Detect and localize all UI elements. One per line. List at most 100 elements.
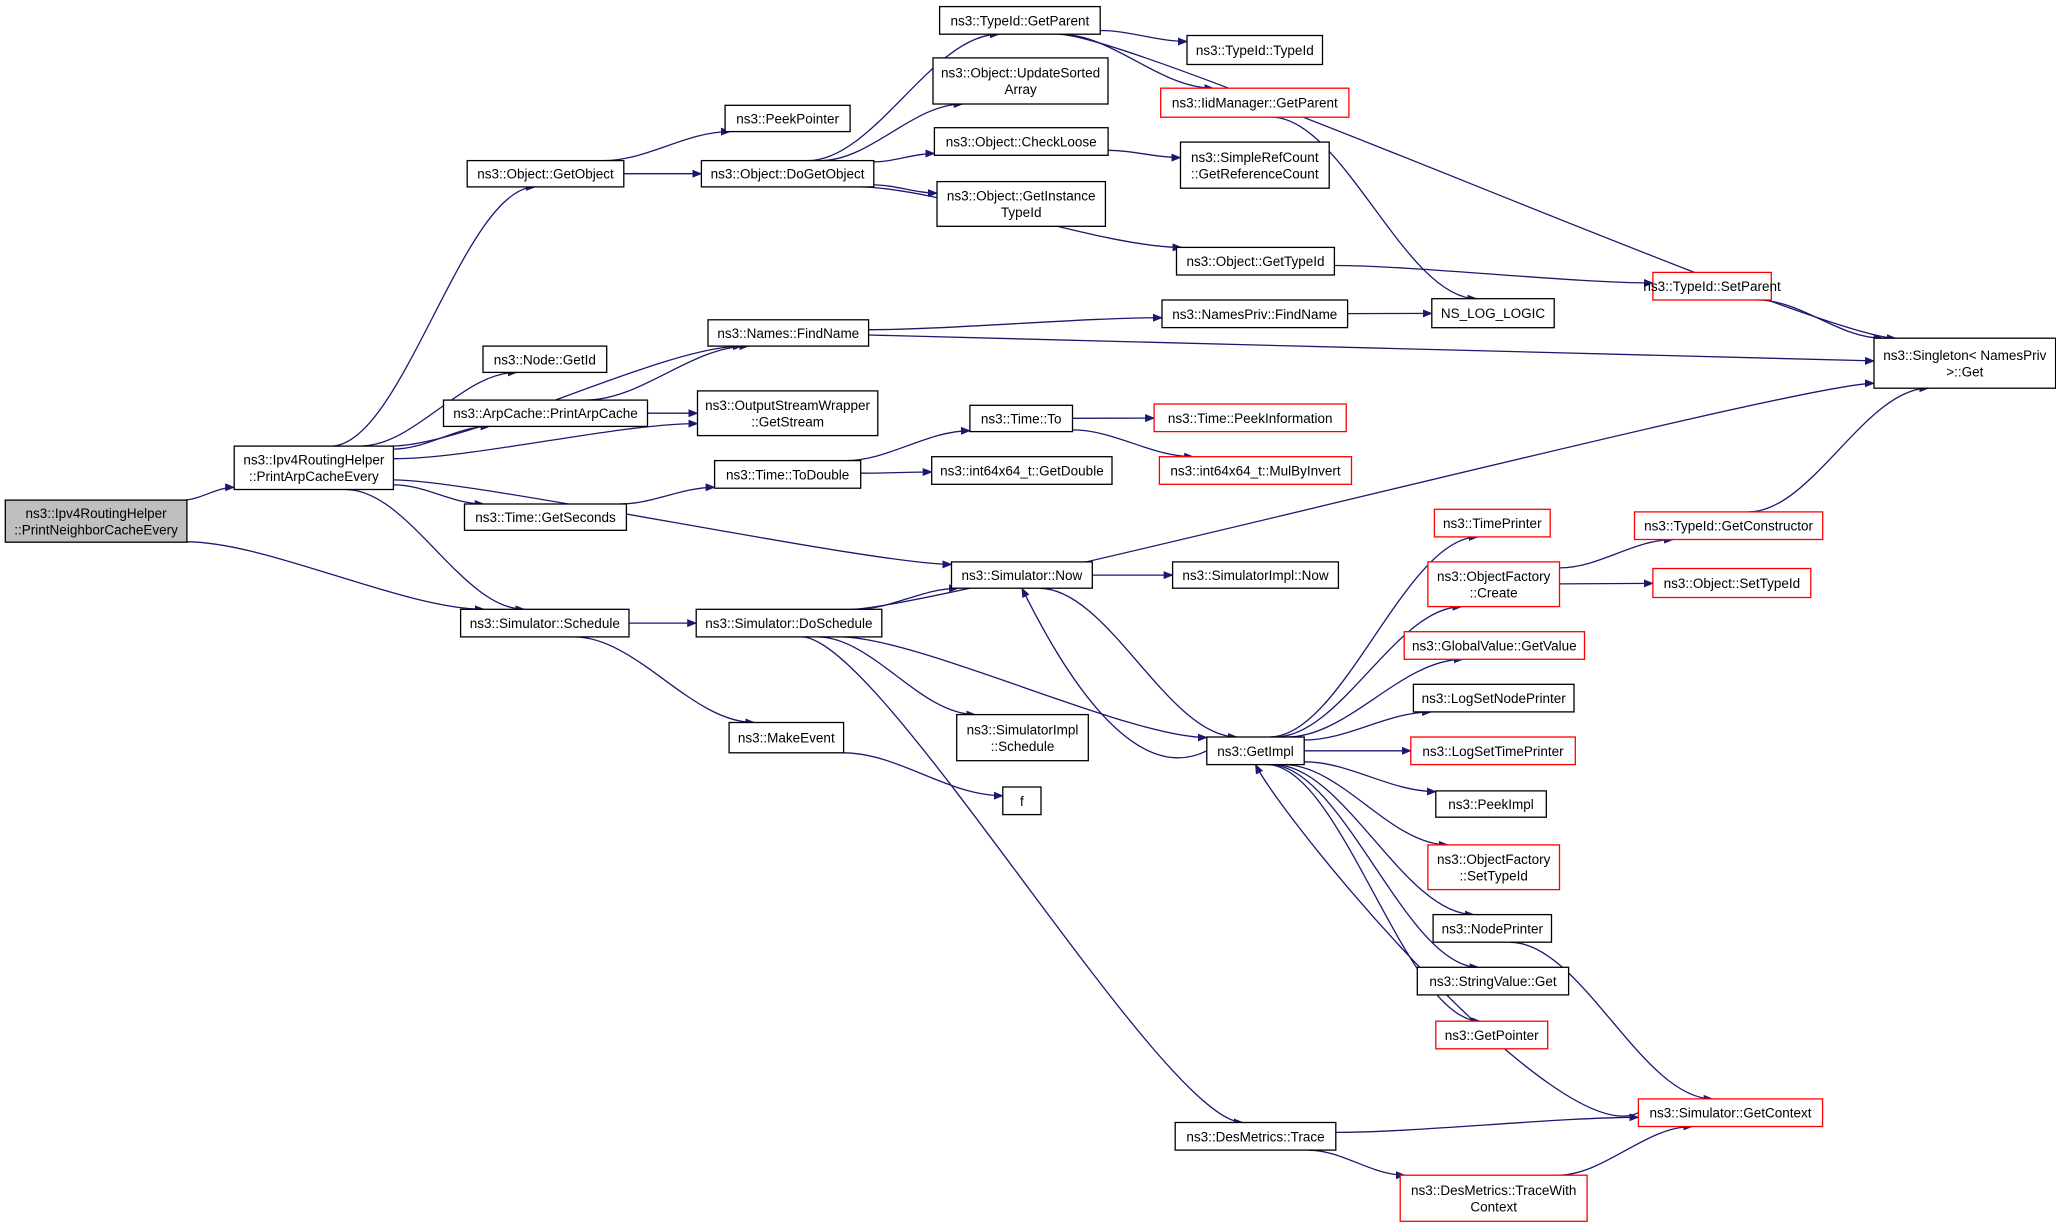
node-simImplNow[interactable]: ns3::SimulatorImpl::Now xyxy=(1171,561,1340,589)
node-doGetObject[interactable]: ns3::Object::DoGetObject xyxy=(700,159,875,188)
node-toDouble[interactable]: ns3::Time::ToDouble xyxy=(713,459,862,489)
node-label: ns3::OutputStreamWrapper xyxy=(705,398,870,413)
edge-doSchedule-to-desTrace xyxy=(801,636,1244,1127)
node-typeIdGetConstructor[interactable]: ns3::TypeId::GetConstructor xyxy=(1633,511,1824,541)
edge-objGetTypeId-to-typeIdSetParent xyxy=(1334,264,1654,287)
node-box xyxy=(1435,1020,1549,1050)
edge-getSeconds-to-toDouble xyxy=(619,483,716,505)
node-getStream[interactable]: ns3::OutputStreamWrapper::GetStream xyxy=(696,390,879,437)
node-nodePrinter[interactable]: ns3::NodePrinter xyxy=(1432,913,1553,943)
node-peekInformation[interactable]: ns3::Time::PeekInformation xyxy=(1153,403,1347,433)
node-singletonGet[interactable]: ns3::Singleton< NamesPriv>::Get xyxy=(1873,337,2056,389)
edge-typeIdGetConstructor-to-singletonGet xyxy=(1748,384,1930,513)
node-checkLoose[interactable]: ns3::Object::CheckLoose xyxy=(933,127,1109,156)
node-box xyxy=(700,159,875,188)
node-label: ns3::GetPointer xyxy=(1445,1028,1539,1043)
node-box xyxy=(1160,87,1350,118)
node-printArp[interactable]: ns3::Ipv4RoutingHelper::PrintArpCacheEve… xyxy=(233,445,395,491)
node-objFactoryCreate[interactable]: ns3::ObjectFactory::Create xyxy=(1427,561,1561,608)
node-makeEvent[interactable]: ns3::MakeEvent xyxy=(728,721,845,754)
node-label: ns3::LogSetTimePrinter xyxy=(1422,744,1564,759)
node-mulByInvert[interactable]: ns3::int64x64_t::MulByInvert xyxy=(1158,456,1353,485)
node-box xyxy=(1186,34,1324,66)
node-box xyxy=(695,608,883,638)
node-label: ns3::Ipv4RoutingHelper xyxy=(243,453,385,468)
node-box xyxy=(442,399,649,428)
node-namesPrivFind[interactable]: ns3::NamesPriv::FindName xyxy=(1161,299,1349,329)
node-namesFind[interactable]: ns3::Names::FindName xyxy=(707,319,870,347)
node-schedule[interactable]: ns3::Simulator::Schedule xyxy=(459,608,630,638)
edge-doSchedule-to-simImplSchedule xyxy=(817,636,977,719)
node-box xyxy=(459,608,630,638)
node-label: ::GetStream xyxy=(751,415,824,430)
node-timePrinter[interactable]: ns3::TimePrinter xyxy=(1433,508,1551,538)
node-arpPrint[interactable]: ns3::ArpCache::PrintArpCache xyxy=(442,399,649,428)
node-root[interactable]: ns3::Ipv4RoutingHelper::PrintNeighborCac… xyxy=(4,499,188,543)
node-getPointer[interactable]: ns3::GetPointer xyxy=(1435,1020,1549,1050)
node-typeIdTypeId[interactable]: ns3::TypeId::TypeId xyxy=(1186,34,1324,66)
node-getDouble[interactable]: ns3::int64x64_t::GetDouble xyxy=(931,456,1113,485)
node-box xyxy=(938,5,1101,35)
edge-nodePrinter-to-simGetContext xyxy=(1510,941,1714,1103)
node-label: ::Schedule xyxy=(991,739,1055,754)
node-box xyxy=(950,561,1093,589)
node-box xyxy=(1410,736,1576,766)
node-label: ::PrintNeighborCacheEvery xyxy=(14,522,178,537)
node-simNow[interactable]: ns3::Simulator::Now xyxy=(950,561,1093,589)
edge-doGetObject-to-getInstanceTypeId xyxy=(873,184,938,198)
node-desTrace[interactable]: ns3::DesMetrics::Trace xyxy=(1174,1121,1337,1151)
node-label: ns3::Object::DoGetObject xyxy=(711,167,865,182)
node-label: ::SetTypeId xyxy=(1460,869,1528,884)
edge-typeIdGetParent-to-singletonGet xyxy=(1057,33,1897,343)
node-globalValueGet[interactable]: ns3::GlobalValue::GetValue xyxy=(1403,631,1586,660)
node-iidGetParent[interactable]: ns3::IidManager::GetParent xyxy=(1160,87,1350,118)
edge-printArp-to-nodeGetId xyxy=(360,368,518,447)
node-label: >::Get xyxy=(1946,365,1983,380)
node-label: ns3::int64x64_t::GetDouble xyxy=(940,464,1104,479)
edge-iidGetParent-to-nsLogLogic xyxy=(1271,116,1478,303)
node-simImplSchedule[interactable]: ns3::SimulatorImpl::Schedule xyxy=(956,713,1089,762)
node-typeIdSetParent[interactable]: ns3::TypeId::SetParent xyxy=(1643,271,1781,301)
node-f[interactable]: f xyxy=(1002,786,1042,816)
node-objGetTypeId[interactable]: ns3::Object::GetTypeId xyxy=(1175,246,1336,276)
node-objFactorySetTypeId[interactable]: ns3::ObjectFactory::SetTypeId xyxy=(1427,844,1561,891)
node-box xyxy=(1161,299,1349,329)
edge-objFactoryCreate-to-objSetTypeId xyxy=(1559,579,1654,588)
node-timeTo[interactable]: ns3::Time::To xyxy=(969,404,1074,433)
node-peekImpl[interactable]: ns3::PeekImpl xyxy=(1435,790,1547,818)
node-stringValueGet[interactable]: ns3::StringValue::Get xyxy=(1416,966,1570,996)
edge-getImpl-to-logSetNodePrinter xyxy=(1304,708,1433,741)
node-label: ns3::TypeId::SetParent xyxy=(1643,279,1781,294)
node-box xyxy=(1174,1121,1337,1151)
node-logSetTimePrinter[interactable]: ns3::LogSetTimePrinter xyxy=(1410,736,1576,766)
node-logSetNodePrinter[interactable]: ns3::LogSetNodePrinter xyxy=(1412,683,1575,713)
node-nodeGetId[interactable]: ns3::Node::GetId xyxy=(482,345,608,374)
node-getImpl[interactable]: ns3::GetImpl xyxy=(1206,736,1305,766)
node-getObject[interactable]: ns3::Object::GetObject xyxy=(466,159,625,188)
node-typeIdGetParent[interactable]: ns3::TypeId::GetParent xyxy=(938,5,1101,35)
node-box xyxy=(956,713,1089,762)
node-label: ns3::Object::GetTypeId xyxy=(1186,254,1324,269)
node-box xyxy=(463,503,628,531)
edge-root-to-schedule xyxy=(186,541,485,614)
node-objSetTypeId[interactable]: ns3::Object::SetTypeId xyxy=(1652,567,1812,599)
edge-namesFind-to-singletonGet xyxy=(868,334,1875,365)
node-peekPointer[interactable]: ns3::PeekPointer xyxy=(724,104,851,133)
node-label: ::GetReferenceCount xyxy=(1191,166,1319,181)
node-label: ns3::GetImpl xyxy=(1217,744,1294,759)
node-nsLogLogic[interactable]: NS_LOG_LOGIC xyxy=(1431,298,1555,329)
node-simpleRef[interactable]: ns3::SimpleRefCount::GetReferenceCount xyxy=(1179,141,1330,189)
node-simGetContext[interactable]: ns3::Simulator::GetContext xyxy=(1637,1098,1824,1128)
node-getSeconds[interactable]: ns3::Time::GetSeconds xyxy=(463,503,628,531)
node-box xyxy=(1002,786,1042,816)
node-box xyxy=(1399,1174,1588,1222)
node-doSchedule[interactable]: ns3::Simulator::DoSchedule xyxy=(695,608,883,638)
node-label: ns3::MakeEvent xyxy=(738,731,835,746)
node-label: ns3::ObjectFactory xyxy=(1437,852,1551,867)
edge-simNow-to-getImpl xyxy=(1039,587,1239,741)
edge-getImpl-to-nodePrinter xyxy=(1273,763,1475,919)
edge-doGetObject-to-typeIdGetParent xyxy=(807,30,1000,162)
